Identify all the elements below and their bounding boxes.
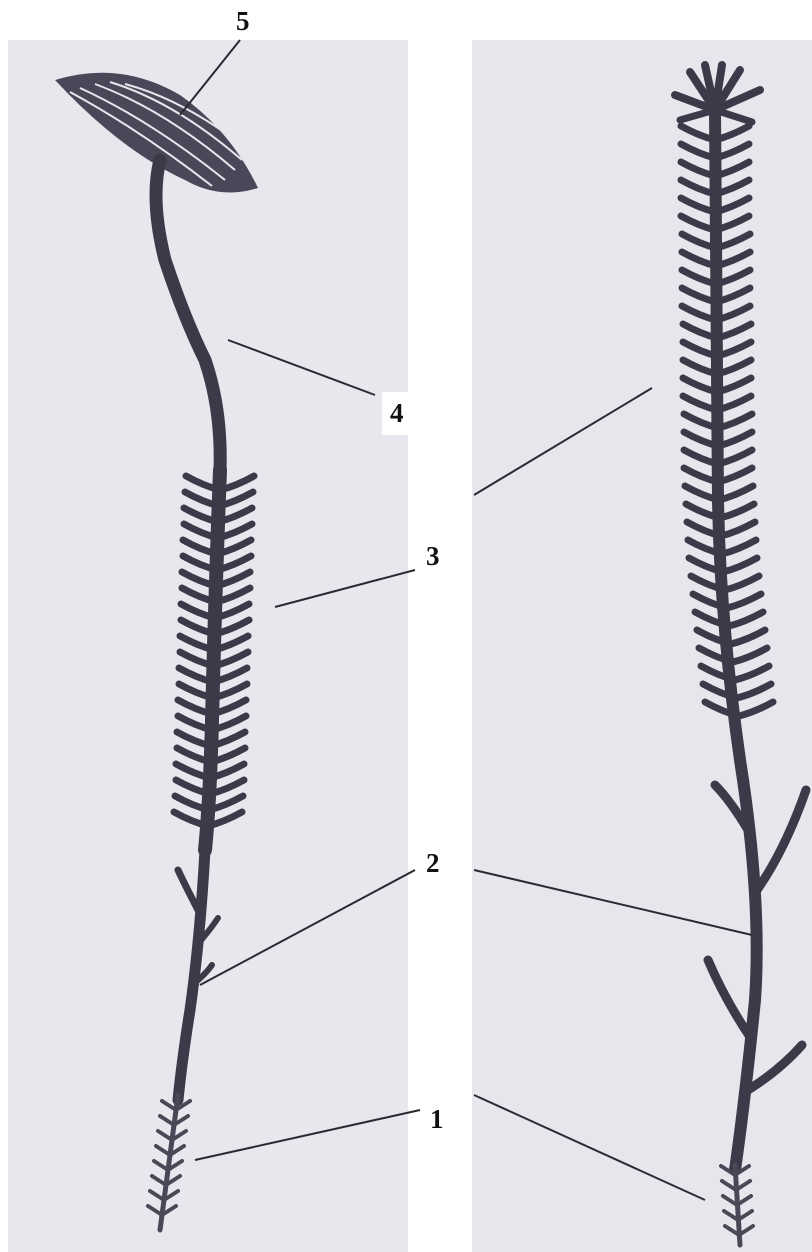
label-2: 2 <box>422 848 444 879</box>
label-4: 4 <box>382 392 412 435</box>
label-5: 5 <box>232 6 254 37</box>
label-3: 3 <box>422 541 444 572</box>
label-1: 1 <box>426 1104 448 1135</box>
right-panel-background <box>472 40 812 1252</box>
